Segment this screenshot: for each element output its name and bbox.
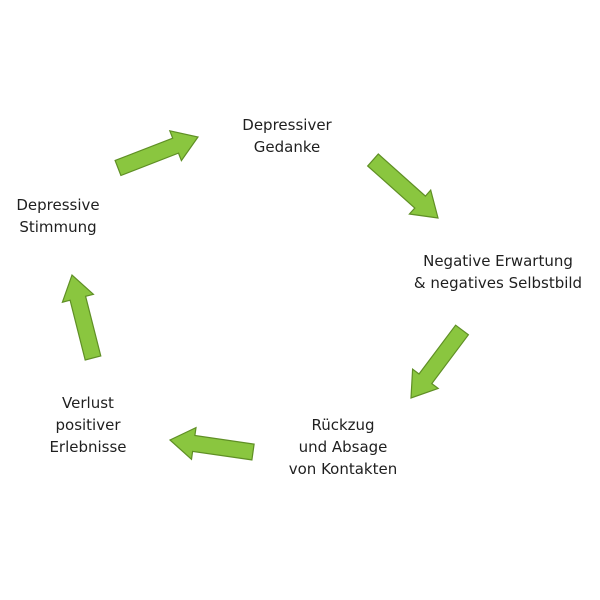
node-line: positiver — [55, 416, 121, 434]
node-line: Verlust — [62, 394, 114, 412]
node-line: Gedanke — [253, 138, 321, 156]
node-line: Erlebnisse — [49, 438, 127, 456]
node-line: Depressiver — [242, 116, 332, 134]
arrow-gedanke-to-erwartung — [366, 153, 439, 219]
node-line: Negative Erwartung — [423, 252, 573, 270]
node-negative-erwartung: Negative Erwartung & negatives Selbstbil… — [414, 250, 582, 294]
node-line: und Absage — [298, 438, 388, 456]
arrow-rueckzug-to-verlust — [168, 426, 255, 461]
arrow-verlust-to-stimmung — [61, 273, 102, 361]
node-line: Depressive — [16, 196, 100, 214]
node-line: von Kontakten — [288, 460, 398, 478]
node-verlust-erlebnisse: Verlust positiver Erlebnisse — [49, 392, 126, 458]
arrow-stimmung-to-gedanke — [114, 129, 200, 177]
node-depressive-stimmung: Depressive Stimmung — [16, 194, 99, 238]
node-line: & negatives Selbstbild — [413, 274, 583, 292]
node-line: Rückzug — [311, 416, 375, 434]
node-rueckzug: Rückzug und Absage von Kontakten — [289, 414, 397, 480]
node-depressiver-gedanke: Depressiver Gedanke — [242, 114, 331, 158]
arrow-erwartung-to-rueckzug — [410, 324, 470, 399]
node-line: Stimmung — [19, 218, 97, 236]
